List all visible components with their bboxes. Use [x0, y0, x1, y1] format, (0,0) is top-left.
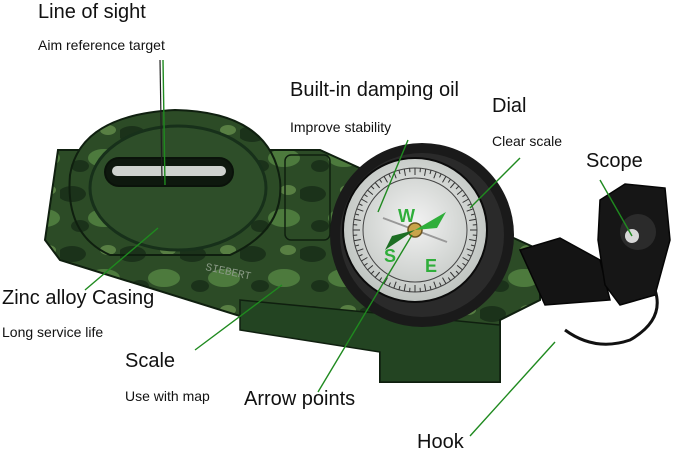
- line-of-sight-title: Line of sight: [38, 2, 146, 22]
- south-letter: S: [384, 246, 396, 266]
- compass-dial: [330, 143, 514, 327]
- hinge: [285, 155, 330, 240]
- sighting-cover: [70, 60, 281, 255]
- scope: [520, 184, 670, 344]
- dial-title: Dial: [492, 96, 526, 116]
- hook-title: Hook: [417, 432, 464, 452]
- damping-sub: Improve stability: [290, 120, 391, 134]
- dial-sub: Clear scale: [492, 134, 562, 148]
- sighting-wire: [112, 166, 226, 176]
- line-of-sight-sub: Aim reference target: [38, 38, 165, 52]
- east-letter: E: [425, 256, 437, 276]
- scope-title: Scope: [586, 151, 643, 171]
- west-letter: W: [398, 206, 415, 226]
- arrow-points-title: Arrow points: [244, 389, 355, 409]
- scale-sub: Use with map: [125, 389, 210, 403]
- casing-title: Zinc alloy Casing: [2, 288, 154, 308]
- casing-sub: Long service life: [2, 325, 103, 339]
- scale-title: Scale: [125, 351, 175, 371]
- damping-title: Built-in damping oil: [290, 80, 459, 100]
